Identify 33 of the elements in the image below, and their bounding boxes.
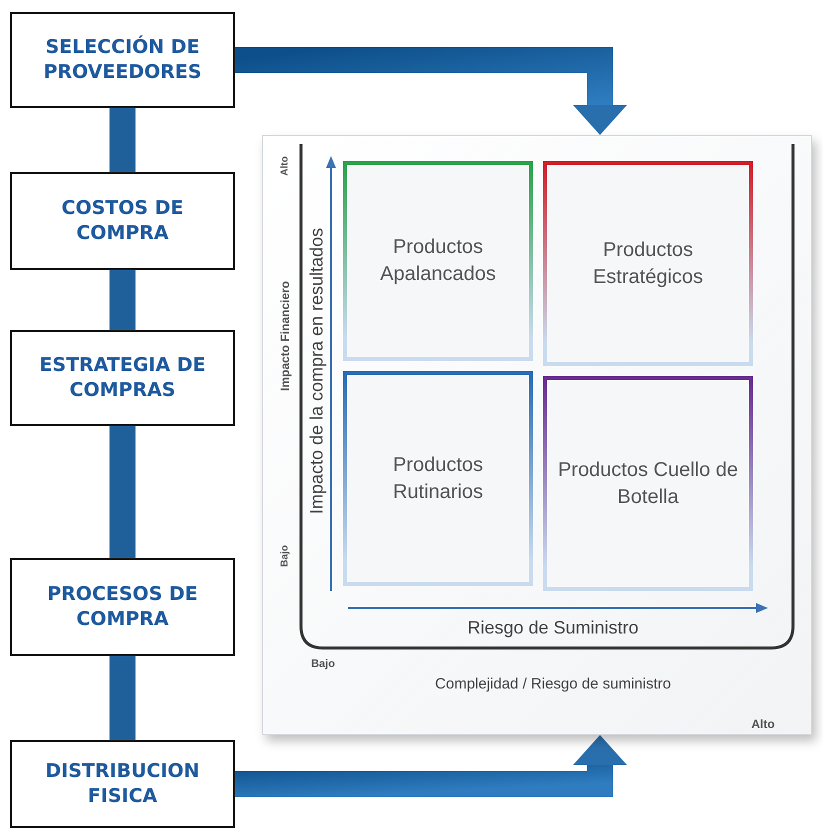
axis-label: Riesgo de Suministro xyxy=(467,618,639,638)
quadrant-label: Productos Rutinarios xyxy=(392,452,484,504)
matrix-panel xyxy=(262,135,812,735)
process-box xyxy=(10,558,235,656)
quadrant-box xyxy=(543,376,753,591)
process-box xyxy=(10,330,235,426)
axis-label: Complejidad / Riesgo de suministro xyxy=(435,676,671,692)
box-label: PROCESOS DE COMPRA xyxy=(46,582,199,632)
quadrant-box xyxy=(543,161,753,366)
process-box xyxy=(10,12,235,108)
axis-label: Alto xyxy=(751,717,775,731)
process-box xyxy=(10,172,235,270)
quadrant-label: Productos Apalancados xyxy=(379,235,497,287)
connector-bar xyxy=(110,108,136,172)
box-label: ESTRATEGIA DE COMPRAS xyxy=(38,353,207,403)
box-label: COSTOS DE COMPRA xyxy=(60,196,184,246)
axis-label: Alto xyxy=(280,156,290,176)
process-box xyxy=(10,740,235,828)
arrow xyxy=(235,47,627,135)
box-label: SELECCIÓN DE PROVEEDORES xyxy=(42,35,203,85)
box-label: DISTRIBUCION FISICA xyxy=(44,759,201,809)
axis-label: Bajo xyxy=(311,658,335,670)
connector-bar xyxy=(110,270,136,330)
quadrant-label: Productos Estratégicos xyxy=(592,238,704,290)
axis-label: Impacto de la compra en resultados xyxy=(306,228,328,514)
connector-bar xyxy=(110,656,136,740)
arrow xyxy=(235,735,627,797)
axis-label: Bajo xyxy=(280,545,290,567)
quadrant-label: Productos Cuello de Botella xyxy=(557,458,739,510)
axis-label: Impacto Financiero xyxy=(278,280,292,392)
quadrant-box xyxy=(343,161,533,361)
connector-bar xyxy=(110,426,136,558)
quadrant-box xyxy=(343,371,533,586)
